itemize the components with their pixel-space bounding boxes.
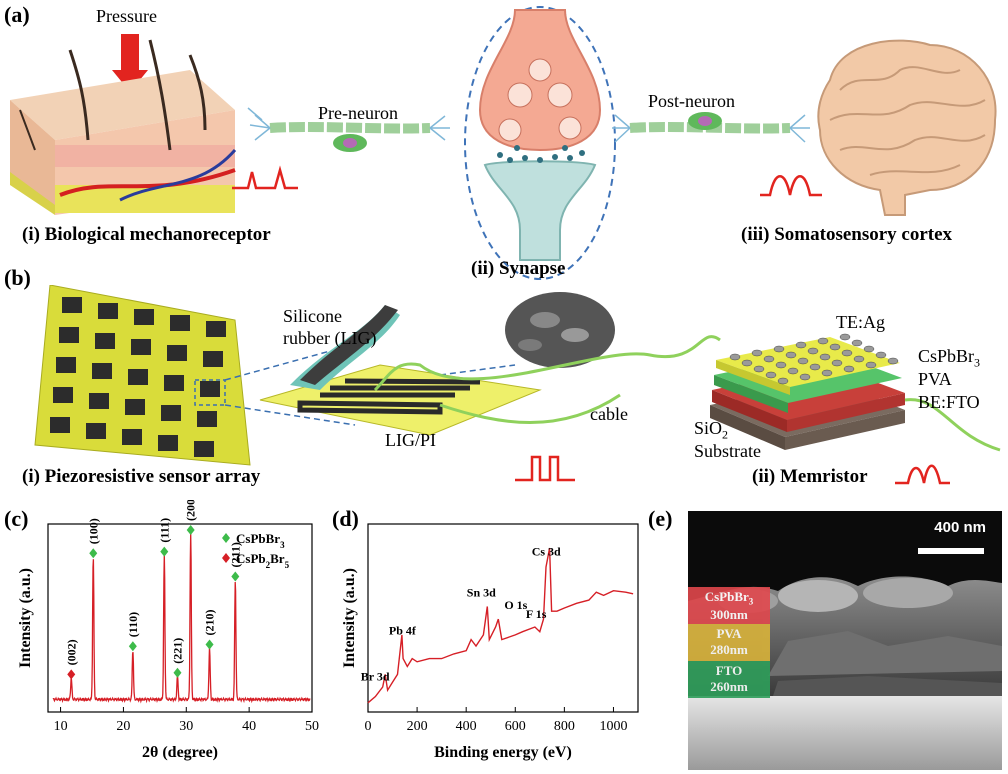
sem-layer-thickness: 280nm	[710, 642, 748, 657]
skin-block-illustration	[10, 39, 237, 215]
xrd-peak-label: (211)	[228, 542, 242, 567]
silicone-label-line1: Silicone	[283, 306, 342, 326]
xrd-peak-label: (100)	[86, 518, 100, 544]
xrd-peak-label: (111)	[157, 518, 171, 543]
xps-y-axis-label: Intensity (a.u.)	[341, 568, 358, 668]
pressure-label: Pressure	[96, 6, 157, 26]
sem-layer-name: CsPbBr3	[704, 589, 754, 607]
square-pulse-waveform	[515, 455, 575, 482]
post-neuron-label: Post-neuron	[648, 91, 735, 111]
panel-a-label: (a)	[4, 2, 30, 27]
substrate-label: Substrate	[694, 441, 761, 461]
synapse-illustration	[478, 9, 602, 261]
sensor-array-illustration	[34, 285, 251, 466]
xrd-peak-marker	[231, 571, 240, 582]
xps-peak-label: Pb 4f	[389, 623, 417, 637]
xrd-tick-label: 20	[116, 719, 130, 734]
be-fto-layer-label: BE:FTO	[918, 392, 980, 412]
xrd-legend-entry: CsPb2Br5	[236, 551, 290, 570]
xrd-tick-label: 50	[305, 719, 319, 734]
xrd-peak-label: (210)	[203, 610, 217, 636]
lig-sem-inset	[505, 292, 615, 368]
memristor-stack-illustration	[710, 333, 905, 450]
xrd-tick-label: 40	[242, 719, 256, 734]
silicone-label-line2: rubber (LIG)	[283, 328, 377, 348]
xps-x-axis-label: Binding energy (eV)	[434, 744, 572, 761]
piezoresistive-array-caption: (i) Piezoresistive sensor array	[22, 466, 261, 487]
pva-layer-label: PVA	[918, 369, 952, 389]
cable-label: cable	[590, 404, 628, 424]
panel-a-illustration	[10, 6, 997, 280]
xrd-peak-marker	[205, 639, 214, 650]
somatosensory-cortex-caption: (iii) Somatosensory cortex	[741, 224, 953, 245]
post-neuron-illustration	[612, 112, 810, 143]
te-ag-label: TE:Ag	[836, 312, 885, 332]
xrd-peak-marker	[89, 548, 98, 559]
synapse-caption: (ii) Synapse	[471, 258, 566, 279]
xrd-peak-marker	[67, 669, 76, 680]
xrd-peak-marker	[128, 641, 137, 652]
xrd-legend-marker	[222, 533, 230, 543]
panel-e-label: (e)	[648, 506, 673, 531]
xps-peak-label: F 1s	[526, 607, 547, 621]
sem-layer-name: PVA	[716, 626, 742, 641]
sem-layer-thickness: 300nm	[710, 606, 748, 622]
memristor-caption: (ii) Memristor	[752, 466, 868, 487]
spike-waveform-left	[232, 165, 298, 190]
memristor-spike-waveform	[895, 464, 950, 485]
xrd-legend-entry: CsPbBr3	[236, 531, 285, 550]
cspbbr3-layer-label: CsPbBr3	[918, 346, 981, 370]
xrd-legend-marker	[222, 553, 230, 563]
xps-peak-label: Br 3d	[361, 669, 390, 683]
sio2-label: SiO2	[694, 418, 729, 442]
xrd-series-line	[52, 533, 311, 704]
xrd-peak-label: (002)	[64, 639, 78, 665]
brain-illustration	[817, 39, 997, 216]
xrd-peak-label: (110)	[126, 612, 140, 637]
pre-neuron-label: Pre-neuron	[318, 103, 398, 123]
xps-tick-label: 200	[407, 719, 428, 734]
xrd-tick-label: 10	[54, 719, 68, 734]
panel-b-label: (b)	[4, 265, 31, 290]
xps-peak-label: O 1s	[504, 598, 527, 612]
xrd-chart: 10 20 30 40 50 2θ (degree) Intensity (a.u.) (00…	[17, 500, 319, 761]
xps-tick-label: 1000	[599, 719, 627, 734]
biological-mechanoreceptor-caption: (i) Biological mechanoreceptor	[22, 224, 271, 245]
pre-neuron-illustration	[247, 107, 450, 152]
xrd-peak-marker	[160, 546, 169, 557]
xrd-peak-marker	[173, 667, 182, 678]
xps-tick-label: 800	[554, 719, 575, 734]
xrd-peak-label: (200)	[184, 500, 198, 521]
sem-layer-name: FTO	[715, 663, 743, 678]
xrd-peak-label: (221)	[170, 638, 184, 664]
xrd-plot-frame	[47, 523, 313, 713]
lig-pi-label: LIG/PI	[385, 430, 436, 450]
xps-peak-label: Cs 3d	[532, 545, 561, 559]
scale-bar-label: 400 nm	[934, 519, 986, 536]
panel-c-label: (c)	[4, 506, 29, 531]
lig-pi-sensor-illustration	[259, 305, 542, 436]
xps-tick-label: 600	[505, 719, 526, 734]
spike-waveform-right	[760, 175, 822, 197]
xps-series-line	[367, 547, 634, 704]
xrd-x-axis-label: 2θ (degree)	[142, 744, 218, 761]
xps-peak-label: Sn 3d	[467, 585, 496, 599]
cable-line	[373, 335, 721, 392]
xps-tick-label: 0	[365, 719, 372, 734]
panel-b-illustration	[34, 285, 1001, 485]
xps-tick-label: 400	[456, 719, 477, 734]
xrd-tick-label: 30	[179, 719, 193, 734]
panel-d-label: (d)	[332, 506, 359, 531]
xrd-peak-marker	[186, 525, 195, 535]
synapse-ellipse	[464, 6, 616, 280]
xrd-y-axis-label: Intensity (a.u.)	[17, 568, 34, 668]
xps-plot-frame	[367, 523, 639, 713]
sem-layer-thickness: 260nm	[710, 679, 748, 694]
